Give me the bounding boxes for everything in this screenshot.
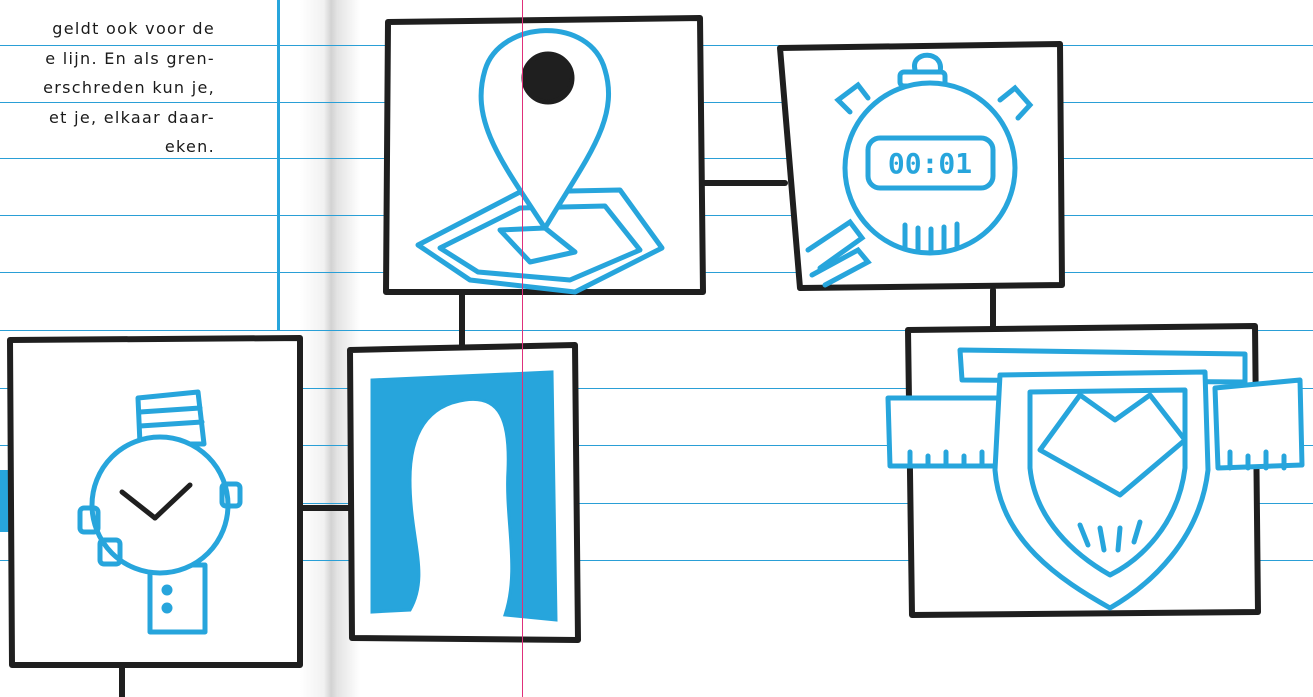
curtain-panel bbox=[350, 345, 578, 640]
wristwatch-panel bbox=[10, 338, 300, 665]
stopwatch-panel: 00:01 bbox=[780, 44, 1062, 288]
pink-margin-line bbox=[522, 0, 523, 697]
pin-dot bbox=[524, 54, 572, 102]
pennant-panel bbox=[888, 326, 1302, 615]
stopwatch-display: 00:01 bbox=[888, 147, 972, 180]
location-pin-panel bbox=[386, 18, 703, 292]
strap-hole bbox=[164, 605, 170, 611]
strap-hole bbox=[164, 587, 170, 593]
watch-face bbox=[92, 437, 228, 573]
